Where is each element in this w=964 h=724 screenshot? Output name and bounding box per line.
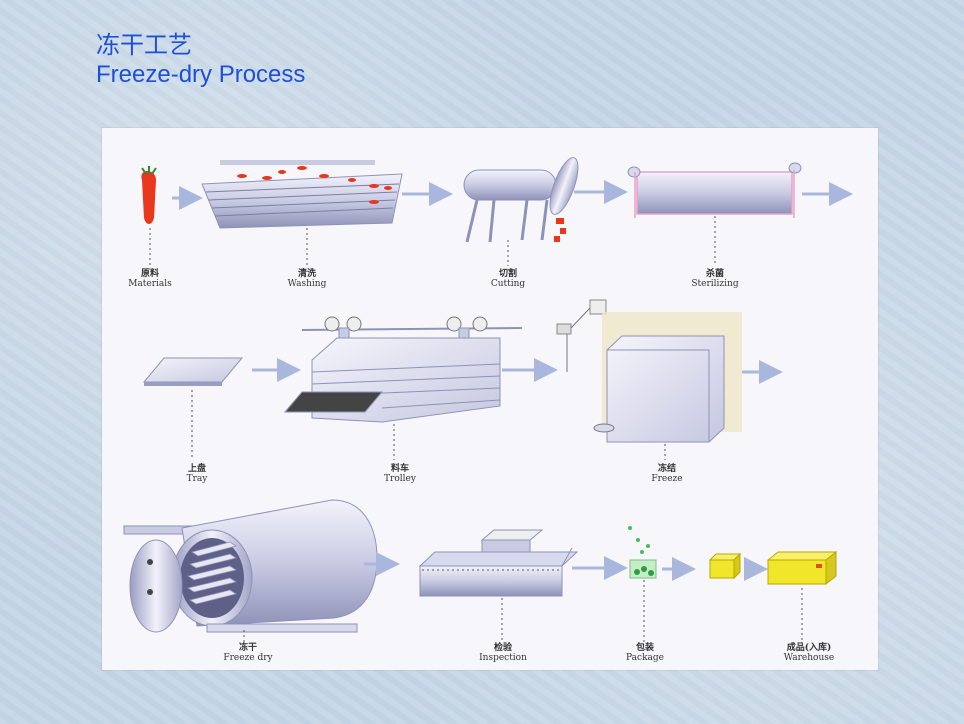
step-label-en: Sterilizing	[691, 279, 738, 289]
title-chinese: 冻干工艺	[96, 31, 192, 59]
step-label-en: Trolley	[384, 474, 417, 484]
process-diagram: 原料 Materials	[123, 157, 853, 663]
step-label-en: Freeze	[651, 474, 682, 484]
trolley-icon	[283, 316, 523, 423]
step-label-zh: 冻干	[239, 641, 257, 653]
tray-icon	[142, 357, 244, 386]
warehouse-box-icon	[766, 550, 838, 586]
carton-icon	[708, 552, 742, 580]
step-label-zh: 检验	[494, 641, 513, 653]
package-icon	[628, 526, 657, 579]
title-english: Freeze-dry Process	[96, 61, 306, 88]
inspection-conveyor-icon	[418, 529, 579, 597]
step-label-zh: 上盘	[188, 462, 206, 474]
step-label-zh: 原料	[141, 267, 159, 279]
step-label-en: Washing	[288, 279, 327, 289]
freeze-dryer-icon	[123, 499, 378, 633]
step-label-en: Freeze dry	[223, 653, 273, 663]
step-label-zh: 清洗	[298, 267, 316, 279]
step-label-zh: 切割	[499, 267, 517, 279]
carrot-icon	[141, 166, 157, 224]
step-label-zh: 冻结	[658, 462, 676, 474]
step-label-en: Inspection	[479, 653, 527, 663]
process-diagram-panel: 原料 Materials	[102, 128, 878, 670]
freezer-icon	[556, 299, 742, 443]
step-label-en: Cutting	[491, 279, 526, 289]
step-label-zh: 成品(入库)	[787, 641, 832, 653]
step-label-zh: 包装	[635, 641, 655, 653]
step-label-en: Warehouse	[784, 653, 834, 663]
slide-title: 冻干工艺 Freeze-dry Process	[96, 30, 305, 90]
washing-tank-icon	[201, 160, 403, 229]
step-label-en: Tray	[187, 474, 209, 484]
step-label-zh: 杀菌	[706, 267, 724, 279]
step-label-zh: 料车	[391, 462, 409, 474]
sterilizer-icon	[627, 162, 802, 218]
cutting-machine-icon	[463, 157, 579, 243]
step-label-en: Materials	[128, 279, 172, 289]
step-label-en: Package	[626, 653, 664, 663]
